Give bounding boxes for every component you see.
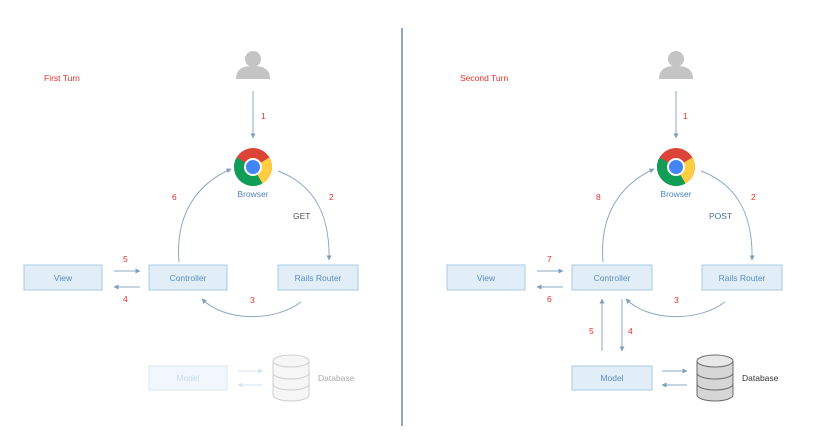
view-label: View [54,273,73,283]
step-label: 5 [123,254,128,264]
controller-label: Controller [594,273,631,283]
controller-box: Controller [148,264,228,291]
second-turn-panel: Second Turn 1 Browser 2 POST 8 View Cont… [446,51,783,402]
chrome-browser-icon [657,148,695,186]
step-label: 1 [683,111,688,121]
view-box: View [446,264,526,291]
database-label: Database [318,373,355,383]
step-label: 4 [628,326,633,336]
model-box: Model [148,365,228,391]
model-label: Model [176,373,199,383]
step-label: 7 [547,254,552,264]
router-label: Rails Router [719,273,766,283]
browser-to-router-arrow [700,170,755,261]
step-label: 6 [547,294,552,304]
view-label: View [477,273,496,283]
http-method-label: GET [293,211,310,221]
router-to-controller-arrow [201,298,302,318]
controller-to-browser-arrow [602,168,655,263]
http-method-label: POST [709,211,732,221]
first-turn-panel: First Turn 1 Browser 2 GET 6 View Contro… [23,51,359,402]
model-box: Model [571,365,653,391]
user-icon [236,51,270,79]
model-label: Model [600,373,623,383]
second-turn-title: Second Turn [460,73,508,83]
browser-label: Browser [237,189,268,199]
step-label: 1 [261,111,266,121]
step-label: 2 [751,192,756,202]
router-label: Rails Router [295,273,342,283]
database-icon [272,354,310,402]
first-turn-title: First Turn [44,73,80,83]
step-label: 3 [250,295,255,305]
step-label: 4 [123,294,128,304]
view-box: View [23,264,103,291]
step-label: 2 [329,192,334,202]
controller-to-browser-arrow [178,168,232,263]
chrome-browser-icon [234,148,272,186]
database-label: Database [742,373,779,383]
controller-box: Controller [571,264,653,291]
rails-router-box: Rails Router [277,264,359,291]
step-label: 5 [589,326,594,336]
step-label: 6 [172,192,177,202]
user-icon [659,51,693,79]
step-label: 3 [674,295,679,305]
browser-label: Browser [660,189,691,199]
database-icon [696,354,734,402]
controller-label: Controller [170,273,207,283]
rails-router-box: Rails Router [701,264,783,291]
browser-to-router-arrow [277,170,332,261]
router-to-controller-arrow [625,298,726,318]
step-label: 8 [596,192,601,202]
